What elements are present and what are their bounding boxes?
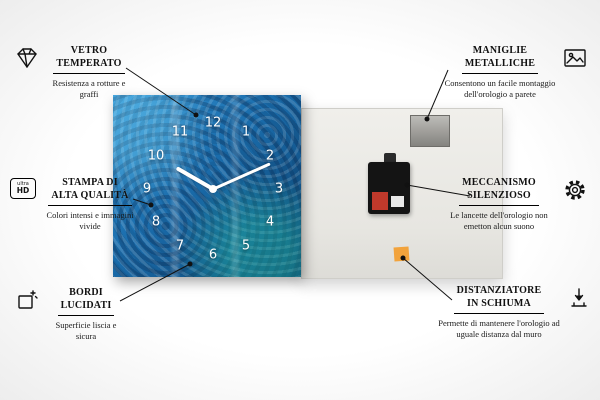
clock-number: 12 [204, 115, 222, 131]
callout-polished-edges: BORDI LUCIDATI Superficie liscia e sicur… [14, 286, 126, 342]
clock-number: 7 [175, 238, 185, 254]
clock-number: 6 [208, 247, 218, 263]
callout-title: MECCANISMO SILENZIOSO [459, 176, 539, 206]
callout-title: STAMPA DI ALTA QUALITÀ [48, 176, 132, 206]
mechanism-label [391, 196, 404, 207]
callout-subtitle: Le lancette dell'orologio non emetton al… [450, 210, 548, 232]
hands-center-cap [209, 185, 217, 193]
callout-subtitle: Colori intensi e immagini vivide [46, 210, 134, 232]
clock-number: 10 [147, 148, 165, 164]
clock-face: 12 1 2 3 4 5 6 7 8 9 10 11 [113, 95, 301, 277]
clock-number: 8 [151, 214, 161, 230]
callout-title: DISTANZIATORE IN SCHIUMA [453, 284, 545, 314]
callout-print-quality: ultra HD STAMPA DI ALTA QUALITÀ Colori i… [10, 176, 138, 232]
callout-silent-mechanism: MECCANISMO SILENZIOSO Le lancette dell'o… [442, 176, 588, 232]
picture-frame-icon [562, 46, 588, 70]
clock-mechanism [368, 162, 410, 214]
callout-tempered-glass: VETRO TEMPERATO Resistenza a rotture e g… [14, 44, 132, 100]
clock-number: 5 [241, 238, 251, 254]
clock-number: 2 [265, 148, 275, 164]
callout-subtitle: Superficie liscia e sicura [55, 320, 117, 342]
minute-hand [212, 162, 271, 191]
product-image: 12 1 2 3 4 5 6 7 8 9 10 11 [113, 95, 503, 280]
battery [372, 192, 388, 210]
clock-number: 4 [265, 214, 275, 230]
callout-subtitle: Resistenza a rotture e graffi [52, 78, 126, 100]
callout-subtitle: Permette di mantenere l'orologio ad ugua… [438, 318, 560, 340]
callout-foam-spacer: DISTANZIATORE IN SCHIUMA Permette di man… [438, 284, 592, 340]
ultra-hd-icon: ultra HD [10, 178, 36, 199]
mechanism-hanger-tab [384, 153, 396, 163]
callout-title: BORDI LUCIDATI [57, 286, 115, 316]
callout-title: VETRO TEMPERATO [53, 44, 125, 74]
metal-hanger-plate [410, 115, 450, 147]
spacer-arrow-icon [566, 286, 592, 310]
clock-number: 11 [171, 124, 189, 140]
foam-spacer [393, 246, 410, 262]
callout-metal-hangers: MANIGLIE METALLICHE Consentono un facile… [444, 44, 588, 100]
polished-edge-icon [14, 288, 40, 312]
clock-number: 9 [142, 181, 152, 197]
gear-icon [562, 178, 588, 202]
callout-subtitle: Consentono un facile montaggio dell'orol… [444, 78, 556, 100]
clock-number: 1 [241, 124, 251, 140]
clock-number: 3 [274, 181, 284, 197]
callout-title: MANIGLIE METALLICHE [461, 44, 539, 74]
diamond-icon [14, 46, 40, 70]
